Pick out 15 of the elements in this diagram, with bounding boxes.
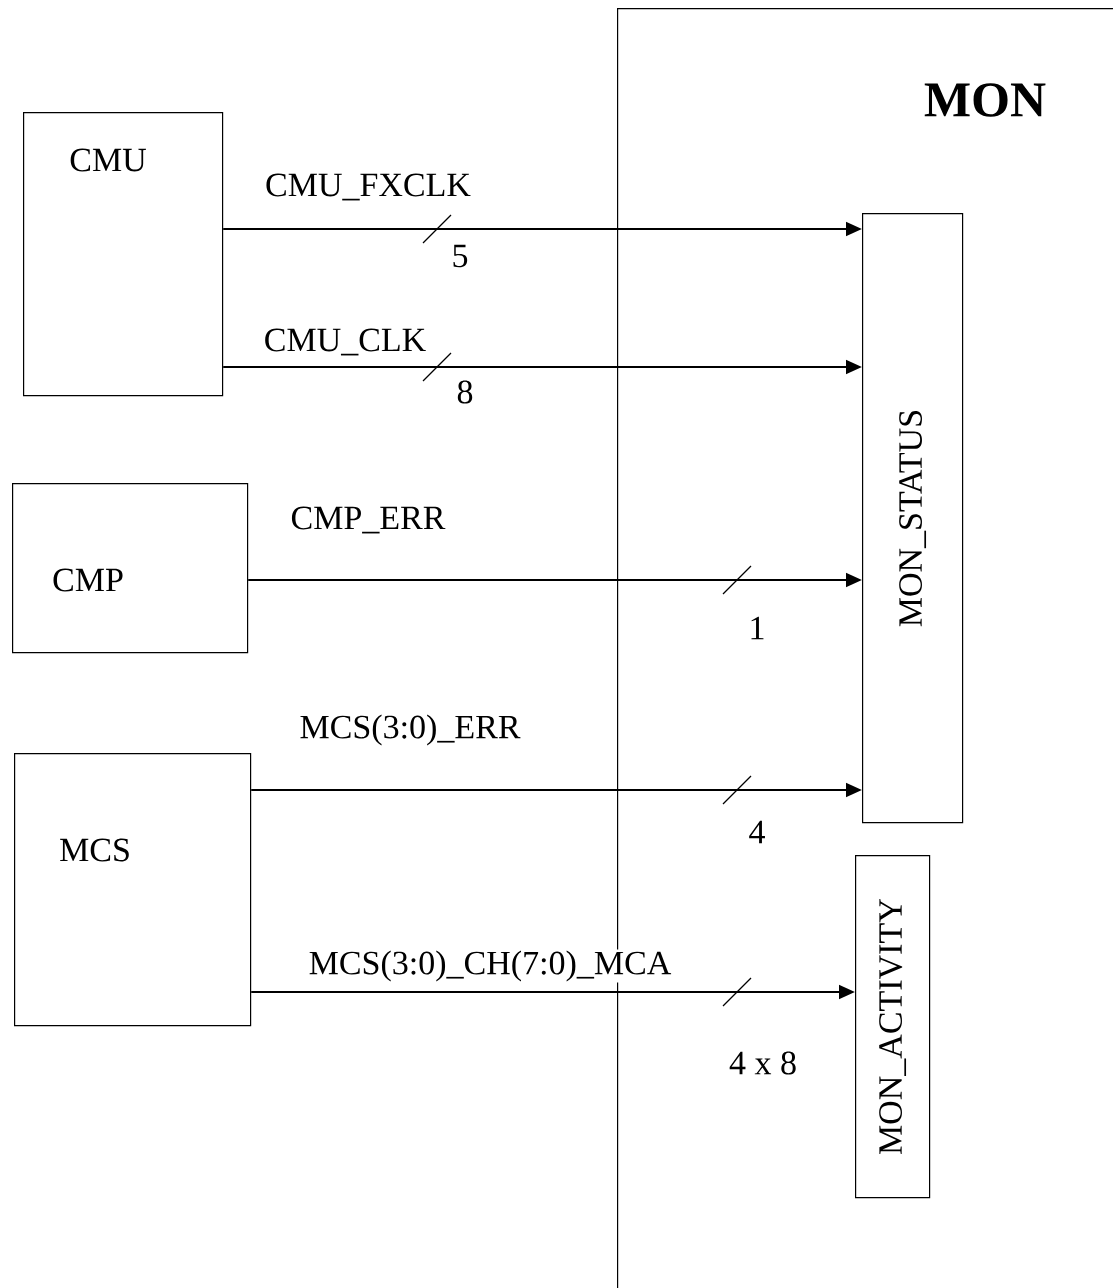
module-box: MCS	[14, 753, 252, 1027]
bus-width-label: 8	[457, 380, 473, 404]
bus-width-label: 4 x 8	[729, 1051, 796, 1075]
signal-label: MCS(3:0)_CH(7:0)_MCA	[307, 949, 673, 983]
module-box: CMP	[12, 483, 249, 654]
signal-label: CMU_FXCLK	[264, 172, 472, 202]
signal-label: CMU_CLK	[262, 327, 428, 357]
bus-width-label: 4	[749, 820, 765, 844]
signal-label: CMP_ERR	[289, 505, 447, 535]
register-box: MON_STATUS	[862, 213, 964, 824]
bus-width-label: 5	[453, 244, 468, 268]
module-box: CMU	[23, 112, 224, 397]
signal-label: MCS(3:0)_ERR	[298, 713, 522, 747]
bus-width-label: 1	[751, 616, 764, 640]
register-box: MON_ACTIVITY	[855, 855, 931, 1199]
